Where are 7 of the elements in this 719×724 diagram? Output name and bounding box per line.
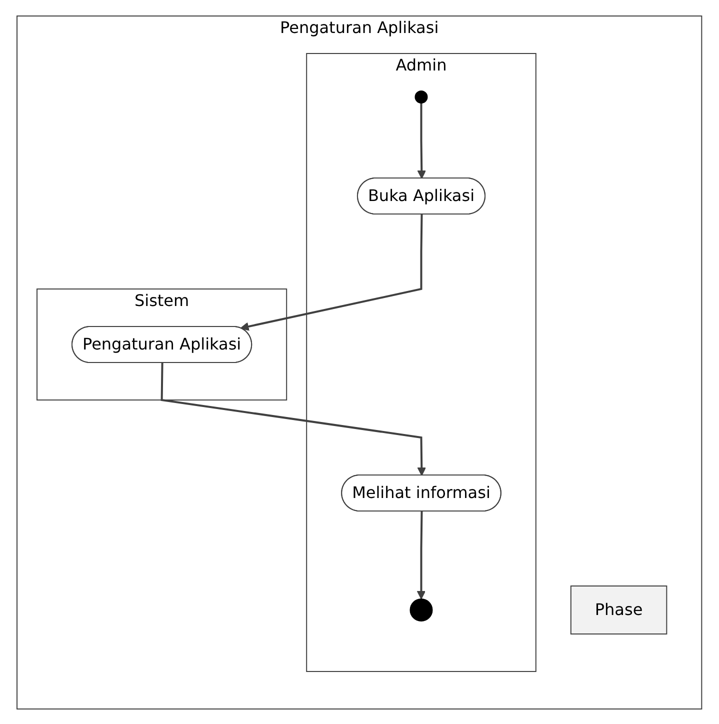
arrow xyxy=(417,510,426,599)
node-circle xyxy=(410,598,433,621)
node-box: Phase xyxy=(570,584,668,634)
arrow xyxy=(417,102,426,178)
arrow xyxy=(240,214,423,330)
arrow xyxy=(160,362,426,476)
node-circle xyxy=(414,90,428,103)
